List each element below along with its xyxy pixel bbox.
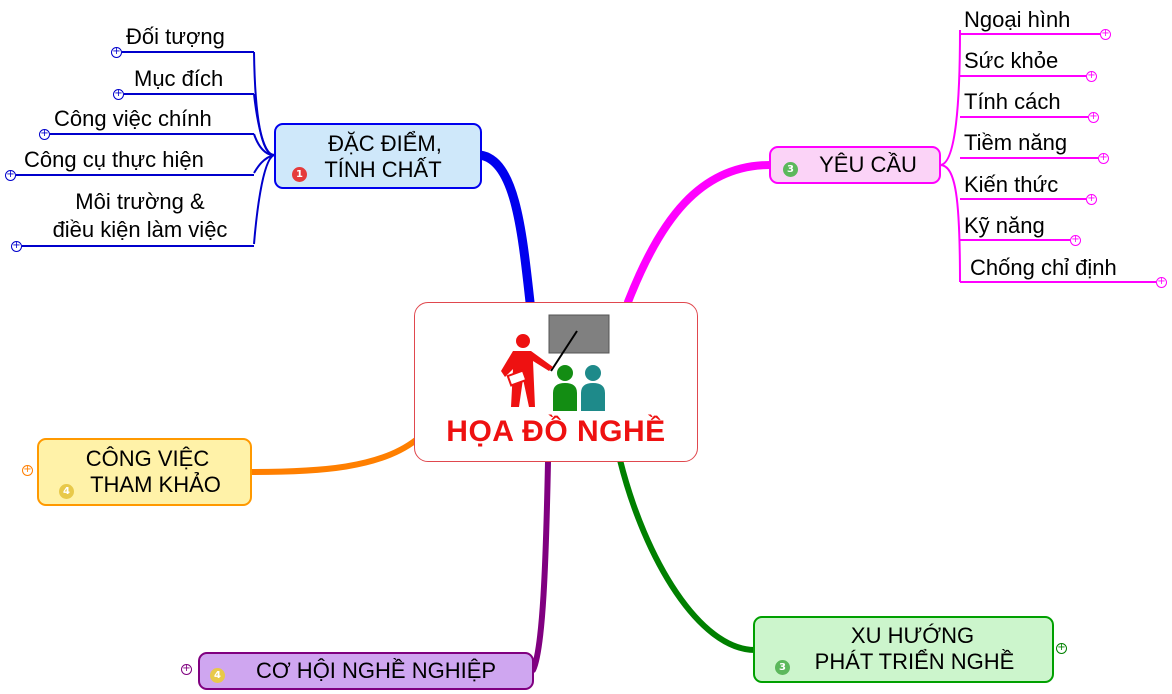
plus-circle-icon[interactable]: + (1056, 642, 1067, 654)
priority-badge-3: 3 (775, 660, 790, 675)
branch-xu-huong-line-1: XU HƯỚNG (850, 623, 975, 648)
plus-circle-icon[interactable]: + (5, 169, 16, 181)
plus-circle-icon[interactable]: + (22, 464, 33, 476)
leaf-moi-truong[interactable]: Môi trường & điều kiện làm việc (30, 188, 250, 244)
branch-connector-cong-viec (249, 437, 419, 475)
branch-connector-dac-diem (475, 150, 535, 307)
teacher-presenting-icon (501, 314, 610, 411)
leaf-ky-nang[interactable]: Kỹ năng (964, 213, 1045, 238)
central-topic[interactable]: HỌA ĐỒ NGHỀ (414, 302, 698, 462)
plus-circle-icon[interactable]: + (1086, 193, 1097, 205)
branch-dac-diem-line-2: TÍNH CHẤT (324, 157, 442, 182)
leaf-cong-cu-thuc-hien[interactable]: Công cụ thực hiện (24, 147, 204, 172)
plus-circle-icon[interactable]: + (1156, 276, 1167, 288)
leaf-ngoai-hinh[interactable]: Ngoại hình (964, 7, 1071, 32)
branch-yeu-cau[interactable]: YÊU CẦU 3 (769, 146, 941, 184)
plus-circle-icon[interactable]: + (1086, 70, 1097, 82)
leaf-tiem-nang[interactable]: Tiềm năng (964, 130, 1068, 155)
priority-badge-3: 3 (783, 162, 798, 177)
plus-circle-icon[interactable]: + (1070, 234, 1081, 246)
leaf-chong-chi-dinh[interactable]: Chống chỉ định (970, 255, 1117, 280)
plus-circle-icon[interactable]: + (113, 88, 124, 100)
branch-dac-diem-tinh-chat[interactable]: ĐẶC ĐIỂM, TÍNH CHẤT 1 (274, 123, 482, 189)
leaf-kien-thuc[interactable]: Kiến thức (964, 172, 1059, 197)
branch-cong-viec-tham-khao[interactable]: CÔNG VIỆC THAM KHẢO 4 (37, 438, 252, 506)
branch-connector-yeu-cau (624, 161, 774, 306)
plus-circle-icon[interactable]: + (1100, 28, 1111, 40)
priority-badge-4: 4 (210, 668, 225, 683)
plus-circle-icon[interactable]: + (11, 240, 22, 252)
leaf-cong-viec-chinh[interactable]: Công việc chính (54, 106, 212, 131)
branch-yeu-cau-label: YÊU CẦU (819, 152, 917, 177)
branch-connector-co-hoi (530, 459, 551, 673)
leaf-suc-khoe[interactable]: Sức khỏe (964, 48, 1059, 73)
branch-co-hoi-nghe-nghiep[interactable]: CƠ HỘI NGHỀ NGHIỆP 4 (198, 652, 534, 690)
leaf-moi-truong-line-2: điều kiện làm việc (52, 217, 228, 242)
leaf-tinh-cach[interactable]: Tính cách (964, 89, 1061, 114)
leaf-moi-truong-line-1: Môi trường & (75, 189, 205, 214)
branch-co-hoi-label: CƠ HỘI NGHỀ NGHIỆP (255, 658, 497, 683)
leaf-doi-tuong[interactable]: Đối tượng (126, 24, 225, 49)
priority-badge-4: 4 (59, 484, 74, 499)
leaf-muc-dich[interactable]: Mục đích (134, 66, 224, 91)
plus-circle-icon[interactable]: + (39, 128, 50, 140)
branch-xu-huong-phat-trien-nghe[interactable]: XU HƯỚNG PHÁT TRIỂN NGHỀ 3 (753, 616, 1054, 683)
branch-xu-huong-line-2: PHÁT TRIỂN NGHỀ (814, 649, 1015, 674)
plus-circle-icon[interactable]: + (111, 46, 122, 58)
branch-connector-xu-huong (617, 457, 758, 653)
branch-cong-viec-line-1: CÔNG VIỆC (85, 446, 210, 471)
plus-circle-icon[interactable]: + (1098, 152, 1109, 164)
plus-circle-icon[interactable]: + (181, 663, 192, 675)
central-topic-title: HỌA ĐỒ NGHỀ (446, 415, 666, 448)
branch-cong-viec-line-2: THAM KHẢO (90, 472, 221, 497)
branch-dac-diem-line-1: ĐẶC ĐIỂM, (328, 131, 442, 156)
priority-badge-1: 1 (292, 167, 307, 182)
plus-circle-icon[interactable]: + (1088, 111, 1099, 123)
